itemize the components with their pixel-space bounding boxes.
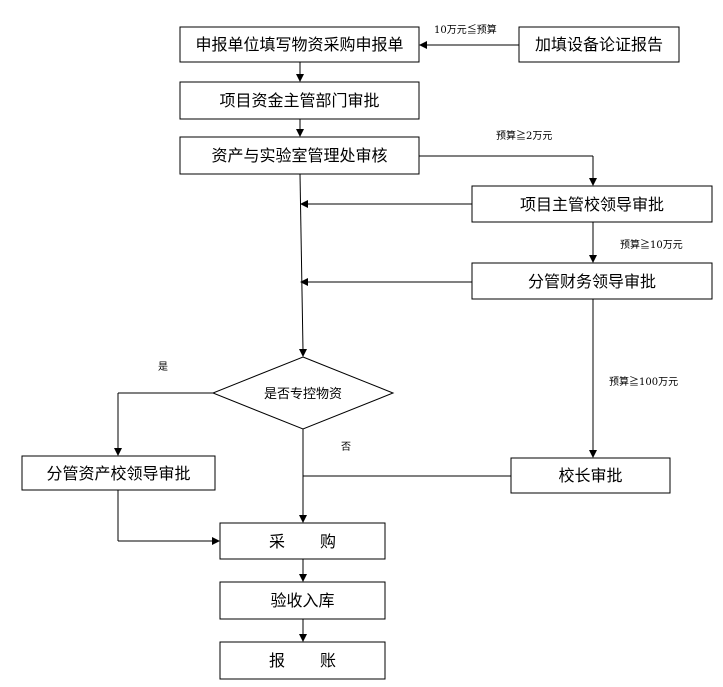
node-project-leader-approval-label: 项目主管校领导审批 xyxy=(520,195,664,214)
node-purchase-label: 采 购 xyxy=(269,532,336,551)
node-reimbursement: 报 账 xyxy=(219,641,386,680)
node-acceptance: 验收入库 xyxy=(219,581,386,620)
label-yes: 是 xyxy=(158,361,168,373)
node-fund-dept-approval-label: 项目资金主管部门审批 xyxy=(219,91,379,110)
label-budget-100: 预算≧100万元 xyxy=(609,375,678,388)
node-controlled-goods-decision: 是否专控物资 xyxy=(211,356,395,430)
node-president-approval: 校长审批 xyxy=(510,457,671,494)
node-demo-report-label: 加填设备论证报告 xyxy=(535,35,663,54)
node-fund-dept-approval: 项目资金主管部门审批 xyxy=(179,81,420,120)
node-reimbursement-label: 报 账 xyxy=(269,651,336,670)
connectors xyxy=(114,41,597,642)
node-apply-form: 申报单位填写物资采购申报单 xyxy=(179,26,420,63)
node-purchase: 采 购 xyxy=(219,522,386,560)
label-budget-10: 预算≧10万元 xyxy=(620,238,683,251)
node-asset-lab-review-label: 资产与实验室管理处审核 xyxy=(211,146,387,165)
node-controlled-goods-decision-label: 是否专控物资 xyxy=(264,387,342,402)
label-no: 否 xyxy=(341,441,351,453)
node-asset-leader-approval: 分管资产校领导审批 xyxy=(21,455,216,491)
node-apply-form-label: 申报单位填写物资采购申报单 xyxy=(195,35,403,54)
node-finance-leader-approval-label: 分管财务领导审批 xyxy=(528,272,656,291)
label-budget-10-demo: 10万元≦预算 xyxy=(434,23,497,36)
node-demo-report: 加填设备论证报告 xyxy=(518,26,680,63)
node-project-leader-approval: 项目主管校领导审批 xyxy=(471,185,713,223)
node-finance-leader-approval: 分管财务领导审批 xyxy=(471,262,713,300)
node-asset-lab-review: 资产与实验室管理处审核 xyxy=(179,136,420,175)
label-budget-2: 预算≧2万元 xyxy=(496,129,552,142)
node-president-approval-label: 校长审批 xyxy=(558,466,622,485)
node-acceptance-label: 验收入库 xyxy=(270,591,334,610)
node-asset-leader-approval-label: 分管资产校领导审批 xyxy=(46,464,190,483)
